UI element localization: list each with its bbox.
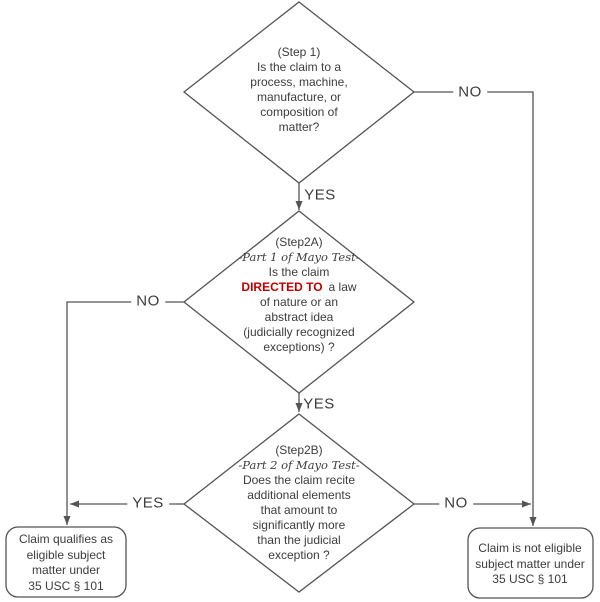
not-eligible-outcome-box: [467, 527, 594, 599]
eligible-line: 35 USC § 101: [28, 578, 104, 593]
step2a-line: (judicially recognized: [243, 325, 355, 339]
step2b-yes-label: YES: [127, 494, 169, 512]
step2b-line: than the judicial: [257, 533, 341, 547]
step1-line: process, machine,: [250, 75, 348, 89]
step2a-line: Is the claim: [268, 265, 330, 279]
step1-yes-label: YES: [304, 186, 336, 204]
directed-to-emphasis: DIRECTED TO: [241, 280, 323, 294]
step1-line: composition of: [260, 105, 338, 119]
step2a-line: exceptions) ?: [263, 340, 335, 354]
step2a-emphasis-rest: a law: [328, 280, 357, 294]
eligible-outcome-text: Claim qualifies as eligible subject matt…: [19, 532, 113, 594]
step2b-diamond: [182, 413, 416, 593]
step2b-line: exception ?: [268, 548, 330, 562]
step2a-no-label: NO: [131, 292, 165, 310]
step1-text: (Step 1) Is the claim to a process, mach…: [250, 45, 347, 135]
not-eligible-line: 35 USC § 101: [492, 572, 568, 586]
step2b-subtitle: -Part 2 of Mayo Test-: [238, 458, 360, 472]
step1-no-label: NO: [453, 83, 487, 101]
eligible-line: matter under: [31, 563, 101, 577]
step1-diamond: [182, 1, 416, 184]
step2a-line: abstract idea: [264, 310, 334, 324]
step1-line: Is the claim to a: [256, 60, 342, 74]
eligible-line: eligible subject: [26, 547, 106, 562]
step2b-line: significantly more: [252, 518, 346, 532]
step1-line: matter?: [278, 120, 320, 134]
step2b-heading: (Step2B): [275, 443, 323, 457]
step2b-line: additional elements: [247, 488, 351, 502]
eligible-outcome-box: [5, 526, 127, 598]
connector-step1-no: [414, 91, 537, 526]
step2a-heading: (Step2A): [275, 235, 323, 249]
step1-heading: (Step 1): [277, 45, 321, 59]
step2b-no-label: NO: [439, 494, 473, 512]
not-eligible-line: Claim is not eligible: [478, 541, 582, 555]
step2a-yes-label: YES: [303, 395, 335, 413]
eligible-line: Claim qualifies as: [18, 532, 114, 546]
step2b-line: Does the claim recite: [242, 473, 356, 487]
step2a-line: of nature or an: [259, 295, 339, 309]
step1-line: manufacture, or: [256, 90, 342, 104]
step2b-line: that amount to: [260, 503, 338, 517]
not-eligible-outcome-text: Claim is not eligible subject matter und…: [475, 541, 584, 588]
step2a-diamond: [182, 210, 416, 394]
step2a-emphasis-line: DIRECTED TO a law: [238, 280, 359, 295]
connector-step2a-no: [63, 301, 184, 525]
step2b-text: (Step2B) -Part 2 of Mayo Test- Does the …: [238, 443, 359, 563]
step2a-text: (Step2A) -Part 1 of Mayo Test- Is the cl…: [238, 235, 359, 355]
not-eligible-line: subject matter under: [475, 556, 585, 571]
step2a-subtitle: -Part 1 of Mayo Test-: [238, 250, 360, 264]
